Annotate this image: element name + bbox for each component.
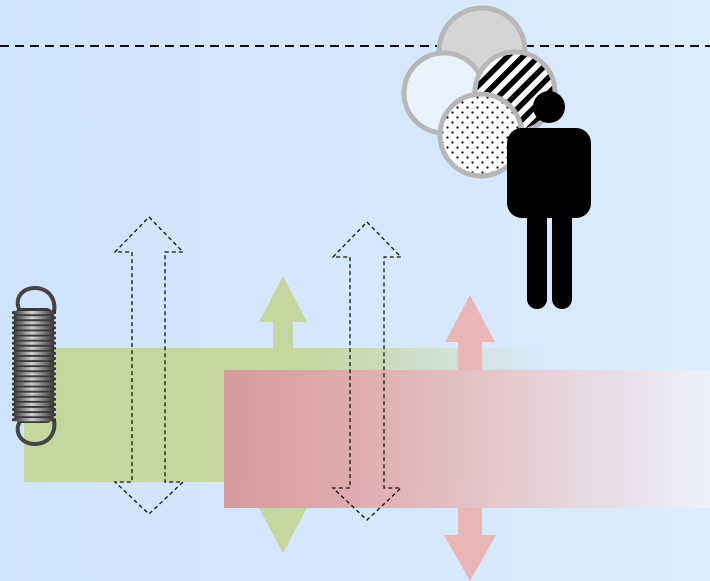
spring-coil bbox=[12, 326, 56, 329]
spring-coil bbox=[12, 408, 56, 411]
spring-coil bbox=[12, 398, 56, 401]
spring-coil bbox=[12, 382, 56, 385]
spring-coil bbox=[12, 367, 56, 370]
red-band bbox=[224, 370, 710, 508]
coil-spring-icon bbox=[12, 288, 56, 444]
spring-coil bbox=[12, 352, 56, 355]
spring-coil bbox=[12, 357, 56, 360]
spring-coil bbox=[12, 393, 56, 396]
spring-coil bbox=[12, 311, 56, 314]
spring-coil bbox=[12, 372, 56, 375]
spring-coil bbox=[12, 347, 56, 350]
spring-coil bbox=[12, 377, 56, 380]
spring-coil bbox=[12, 342, 56, 345]
spring-coil bbox=[12, 321, 56, 324]
spring-coil bbox=[12, 388, 56, 391]
spring-coil bbox=[12, 337, 56, 340]
spring-coil bbox=[12, 413, 56, 416]
spring-coil bbox=[12, 362, 56, 365]
spring-coil bbox=[12, 316, 56, 319]
spring-coil bbox=[12, 331, 56, 334]
spring-coil bbox=[12, 403, 56, 406]
spring-coil bbox=[12, 418, 56, 421]
